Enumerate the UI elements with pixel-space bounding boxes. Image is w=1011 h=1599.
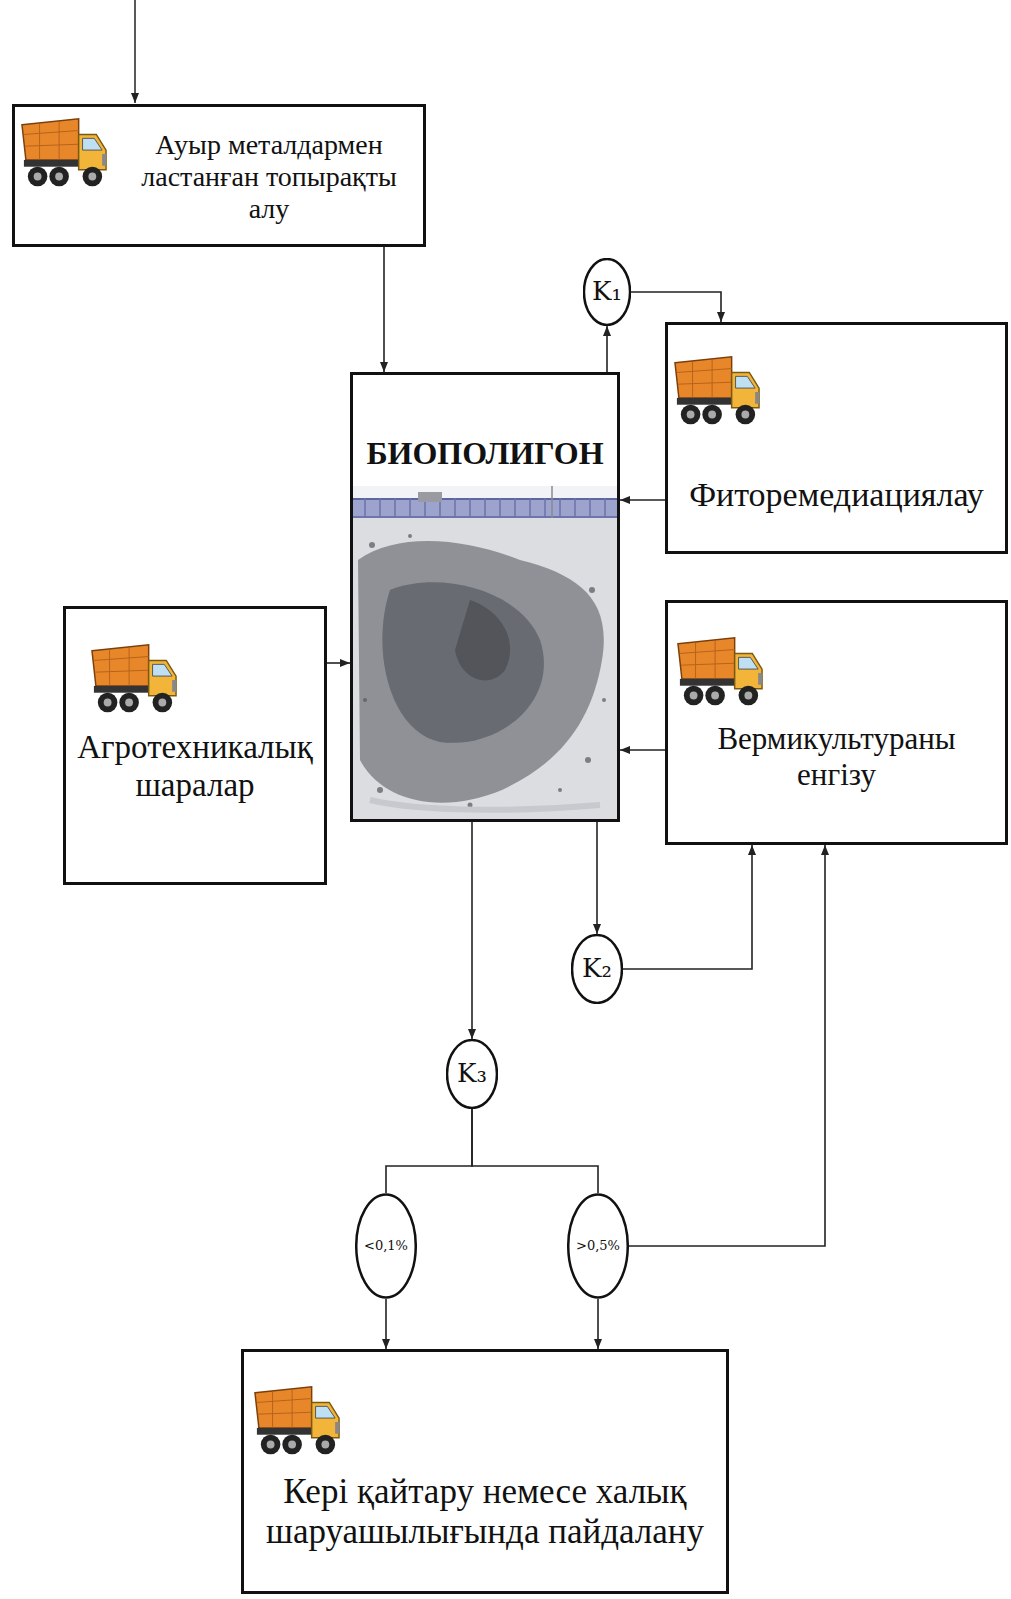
text-block: БИОПОЛИГОН: [359, 435, 611, 472]
circle-label: >0,5%: [576, 1239, 620, 1254]
connector-arrow: [606, 326, 608, 372]
truck-icon: [92, 645, 176, 712]
text-block: <0,1%: [364, 1239, 408, 1254]
threshold-circle: >0,5%: [567, 1193, 629, 1299]
truck-icon: [678, 638, 762, 705]
circle-label: <0,1%: [364, 1239, 408, 1254]
connector-line: [472, 1109, 598, 1193]
text-block: K₂: [582, 954, 612, 984]
box-label: Вермикультураны енгізу: [676, 721, 997, 792]
process-box: Фиторемедиациялау: [665, 322, 1008, 554]
process-box: Агротехникалық шаралар: [63, 606, 327, 885]
connector-arrow: [596, 822, 598, 934]
circle-label: K₂: [582, 954, 612, 984]
connector-line: [386, 1109, 472, 1193]
check-circle: K₃: [446, 1039, 498, 1109]
check-circle: K₂: [571, 934, 623, 1004]
site-photo: [353, 486, 617, 819]
box-label: Фиторемедиациялау: [676, 475, 997, 514]
text-block: Ауыр металдармен ластанған топырақты алу: [123, 129, 415, 226]
process-box: Вермикультураны енгізу: [665, 600, 1008, 845]
box-label: БИОПОЛИГОН: [359, 435, 611, 472]
connector-arrow: [631, 292, 721, 322]
connector-arrow: [597, 1299, 599, 1349]
box-label: Агротехникалық шаралар: [72, 729, 318, 805]
check-circle: K₁: [583, 258, 631, 326]
connector-arrow: [385, 1299, 387, 1349]
text-block: >0,5%: [576, 1239, 620, 1254]
result-box: Кері қайтару немесе халық шаруашылығында…: [241, 1349, 729, 1594]
text-block: K₁: [592, 277, 622, 307]
connector-arrow: [383, 247, 385, 372]
truck-icon: [255, 1387, 339, 1454]
truck-icon: [22, 119, 106, 186]
threshold-circle: <0,1%: [355, 1193, 417, 1299]
connector-arrow: [623, 845, 752, 969]
text-block: K₃: [457, 1059, 487, 1089]
incoming-arrow: [134, 0, 136, 103]
connector-arrow: [471, 822, 473, 1039]
text-block: Фиторемедиациялау: [676, 475, 997, 514]
process-box: Ауыр металдармен ластанған топырақты алу: [12, 104, 426, 247]
connector-arrow: [620, 499, 665, 501]
box-label: Кері қайтару немесе халық шаруашылығында…: [254, 1472, 716, 1553]
text-block: Агротехникалық шаралар: [72, 729, 318, 805]
box-label: Ауыр металдармен ластанған топырақты алу: [123, 129, 415, 226]
truck-icon: [675, 357, 759, 424]
connector-arrow: [327, 662, 350, 664]
circle-label: K₃: [457, 1059, 487, 1089]
text-block: Кері қайтару немесе халық шаруашылығында…: [254, 1472, 716, 1553]
connector-arrow: [620, 749, 665, 751]
circle-label: K₁: [592, 277, 622, 307]
text-block: Вермикультураны енгізу: [676, 721, 997, 792]
connector-arrow: [629, 845, 825, 1246]
site-box: БИОПОЛИГОН: [350, 372, 620, 822]
